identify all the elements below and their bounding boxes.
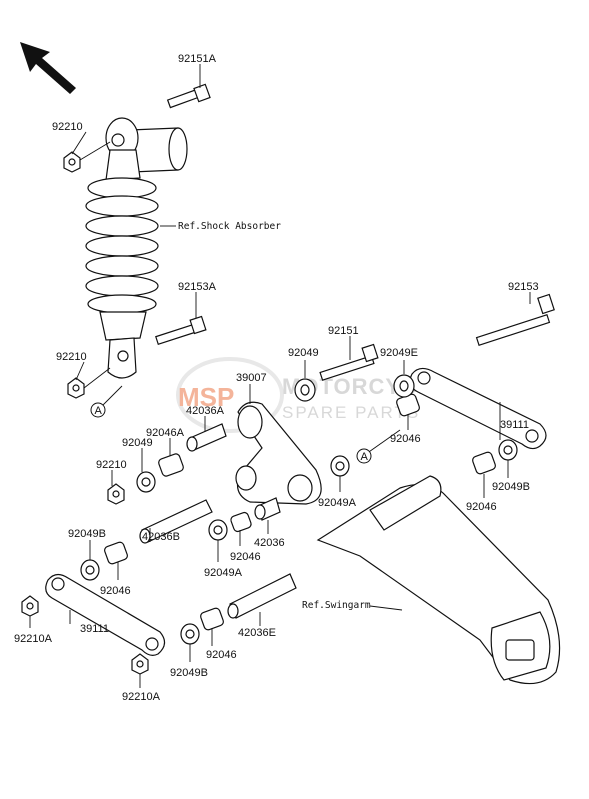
label-92151A: 92151A: [178, 53, 217, 65]
svg-text:A: A: [95, 405, 103, 417]
label-39007: 39007: [236, 372, 267, 384]
label-92046-bottom: 92046: [206, 649, 237, 661]
tie-rod-39111-left: [45, 573, 166, 656]
watermark-logo: MSP: [178, 382, 234, 412]
label-92049A-low: 92049A: [204, 567, 243, 579]
label-92049B-bottom: 92049B: [170, 667, 208, 679]
bearing-92046A: [158, 453, 184, 477]
label-92049B-left: 92049B: [68, 528, 106, 540]
watermark-brand-line2: SPARE PARTS: [282, 403, 420, 422]
leader-lines: [29, 64, 531, 688]
label-92153: 92153: [508, 281, 539, 293]
washer-92049B-right: [498, 439, 518, 461]
label-92049B-right: 92049B: [492, 481, 530, 493]
sleeve-42036B: [139, 499, 213, 544]
swingarm: [316, 475, 561, 685]
label-92210-left: 92210: [96, 459, 127, 471]
nut-92210A-bottom: [131, 653, 149, 675]
label-92049E: 92049E: [380, 347, 418, 359]
nut-92210-left: [107, 483, 125, 505]
bearing-92046-low2: [230, 511, 252, 533]
sleeve-42036A: [186, 423, 227, 452]
label-92046A: 92046A: [146, 427, 185, 439]
front-direction-arrow-icon: [20, 42, 76, 94]
label-42036: 42036: [254, 537, 285, 549]
label-92046-mid: 92046: [390, 433, 421, 445]
svg-text:A: A: [361, 451, 369, 463]
bearing-92046-bottom: [200, 607, 224, 631]
washer-92049A-mid: [330, 455, 350, 477]
washer-92049A-low: [208, 519, 228, 541]
label-92049A-mid: 92049A: [318, 497, 357, 509]
sleeve-42036E: [227, 573, 297, 619]
label-92049-top: 92049: [288, 347, 319, 359]
bolt-92151: [319, 343, 379, 381]
bearing-92046-low1: [104, 541, 128, 565]
bolt-92153A: [155, 315, 207, 346]
label-92046-right: 92046: [466, 501, 497, 513]
label-42036B: 42036B: [142, 531, 180, 543]
part-labels: 92151A 92210 92153A 92210 92153 92151 92…: [14, 53, 539, 703]
ref-shock-absorber-label: Ref.Shock Absorber: [178, 221, 281, 232]
label-92210-top: 92210: [52, 121, 83, 133]
tie-rod-39111-right: [409, 367, 547, 450]
label-92049-left: 92049: [122, 437, 153, 449]
callout-a-2: A: [356, 448, 372, 464]
washer-92049E: [393, 374, 415, 398]
nut-92210A-left: [21, 595, 39, 617]
label-92151: 92151: [328, 325, 359, 337]
label-92210A-bottom: 92210A: [122, 691, 161, 703]
label-92210A-left: 92210A: [14, 633, 53, 645]
nut-92210-mid: [67, 377, 85, 399]
shock-absorber: [85, 117, 188, 379]
washer-92049B-left: [80, 559, 100, 581]
sleeve-42036: [254, 497, 281, 521]
washer-92049-top: [294, 378, 316, 402]
washer-92049B-bottom: [180, 623, 200, 645]
bolt-92153: [475, 293, 555, 346]
nut-92210-top: [63, 151, 81, 173]
label-92153A: 92153A: [178, 281, 217, 293]
label-42036A: 42036A: [186, 405, 225, 417]
label-42036E: 42036E: [238, 627, 276, 639]
callout-a-1: A: [90, 402, 106, 418]
label-39111-right: 39111: [500, 419, 529, 431]
ref-swingarm-label: Ref.Swingarm: [302, 600, 371, 611]
label-92046-low2: 92046: [230, 551, 261, 563]
rocker-arm-39007: [235, 401, 322, 505]
watermark-globe-icon: [176, 357, 284, 433]
label-92210-mid: 92210: [56, 351, 87, 363]
bolt-92151A: [166, 83, 211, 109]
washer-92049-left: [136, 471, 156, 493]
label-92046-low1: 92046: [100, 585, 131, 597]
bearing-92046-right: [472, 451, 496, 475]
label-39111-left: 39111: [80, 623, 109, 635]
